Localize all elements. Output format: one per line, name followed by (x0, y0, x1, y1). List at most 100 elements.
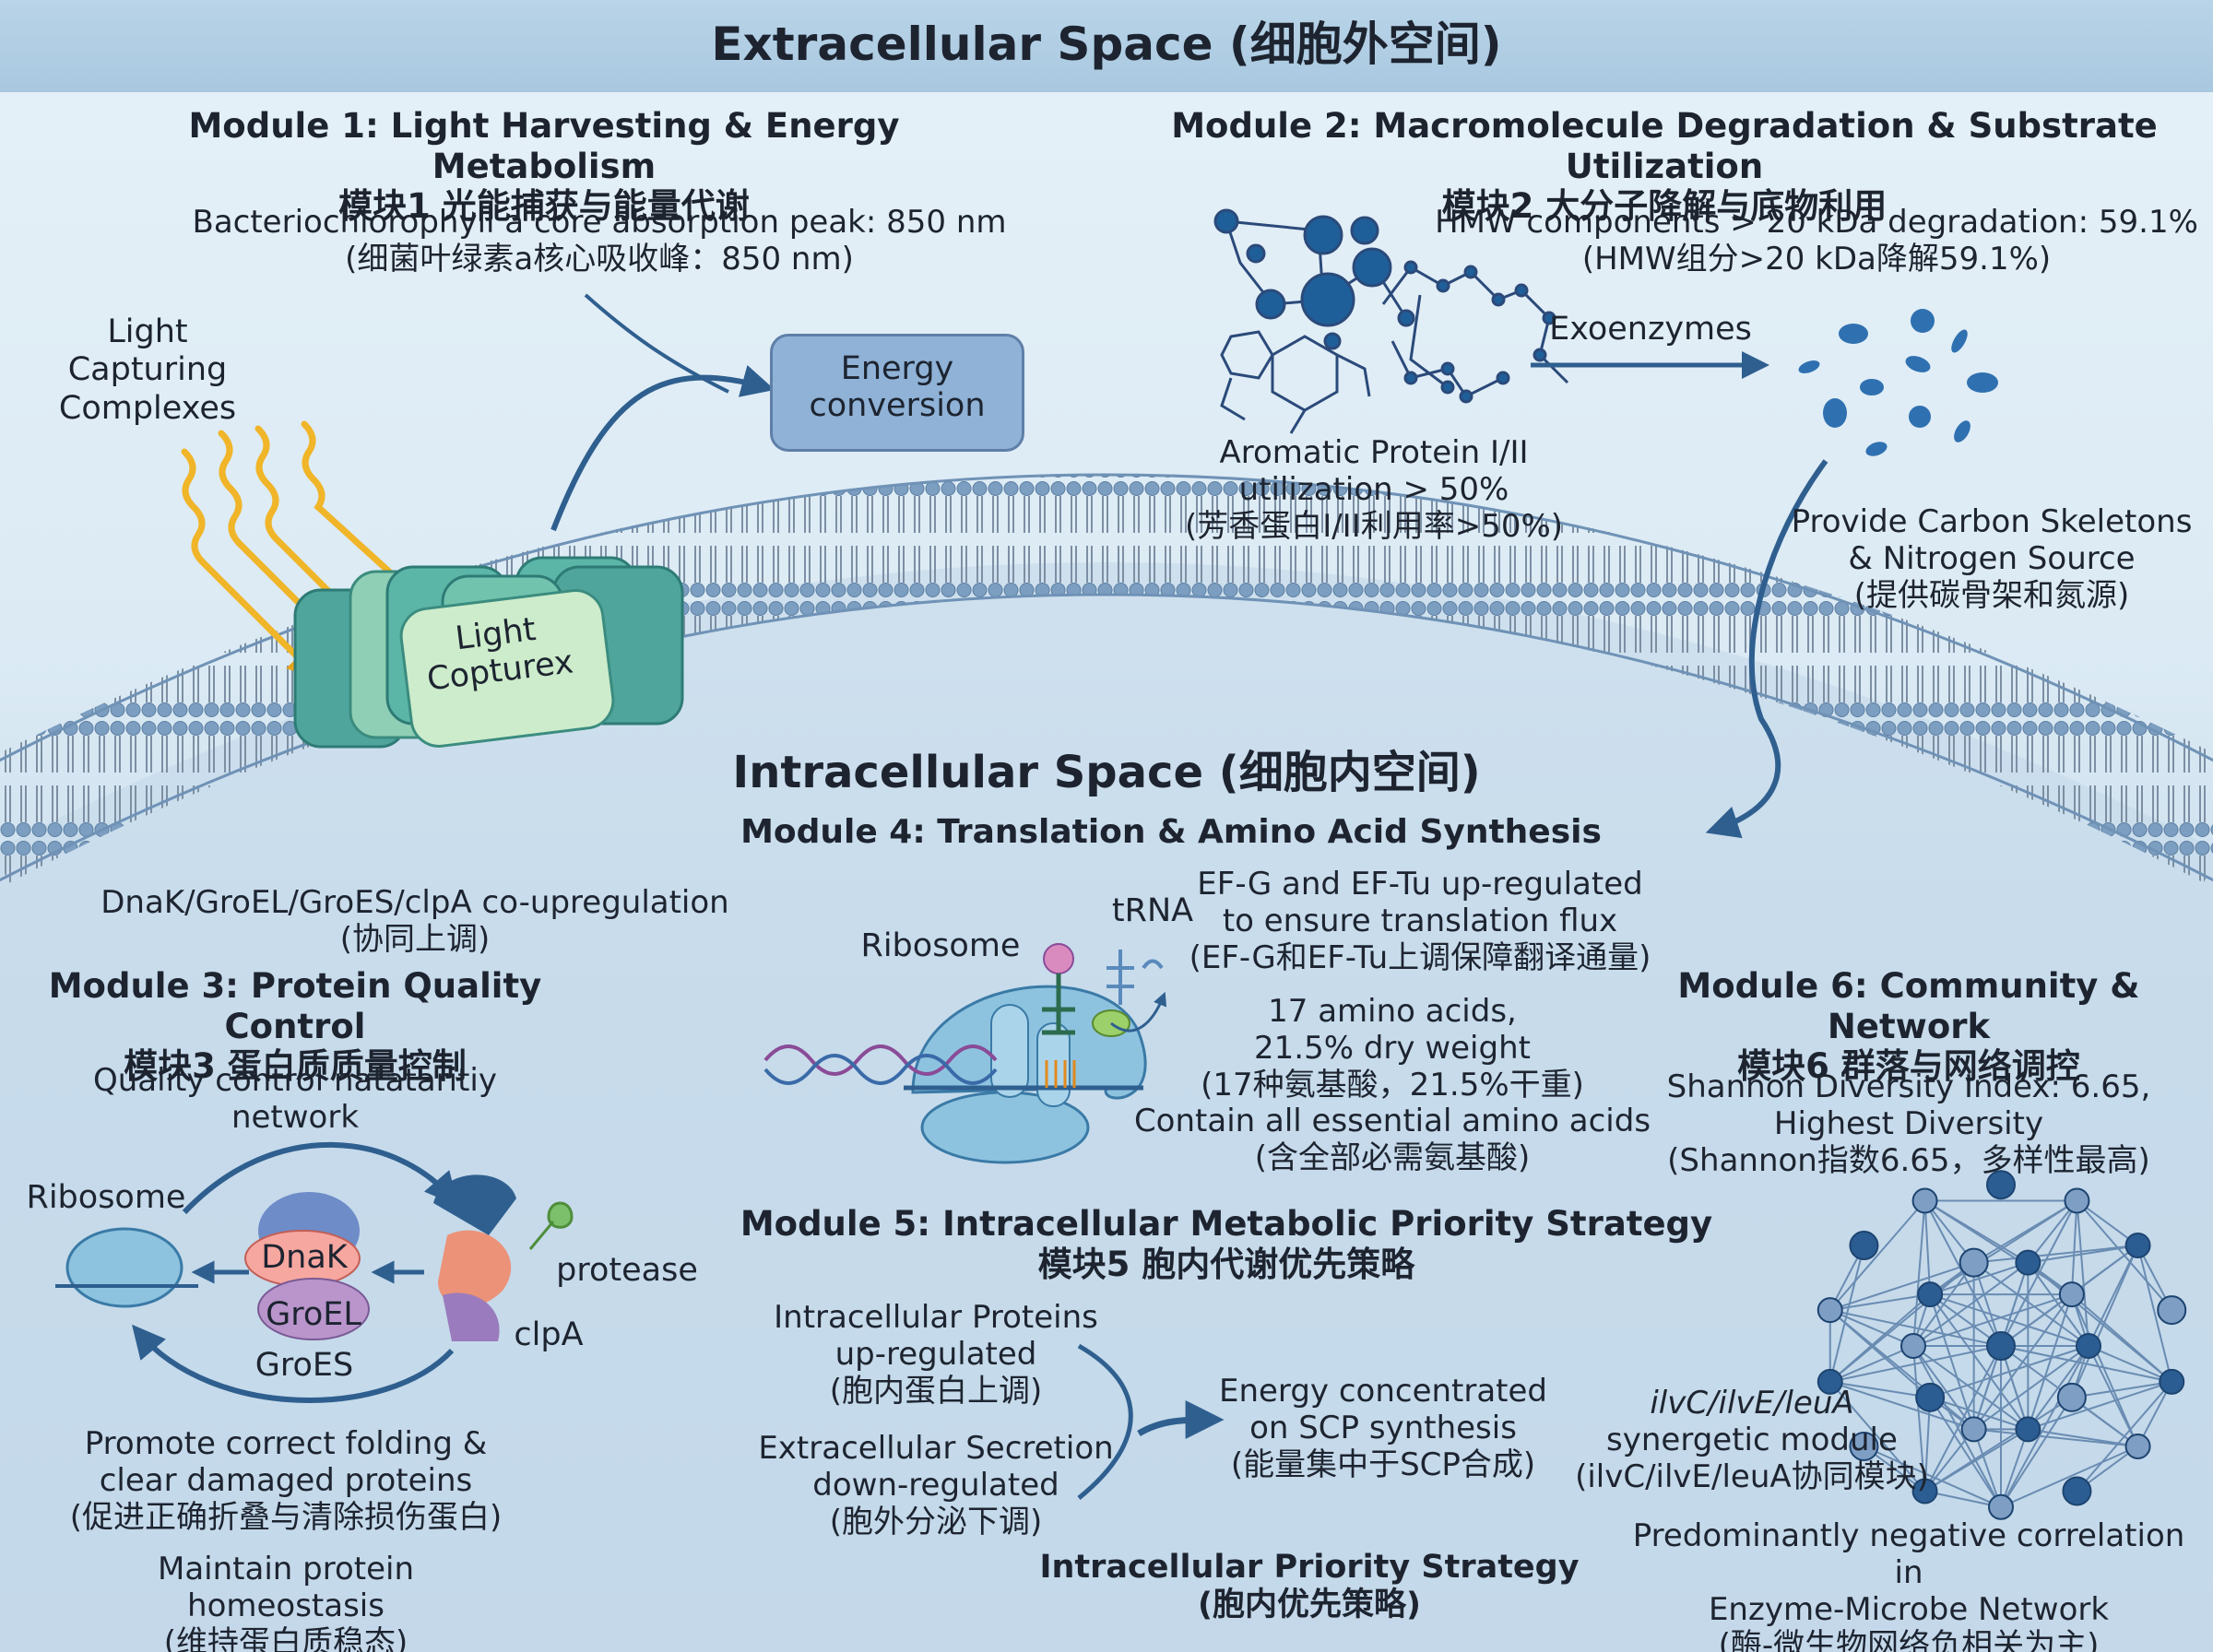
label-line: Enzyme-Microbe Network (1708, 1590, 2110, 1628)
module2-title: Module 2: Macromolecule Degradation & Su… (1134, 106, 2195, 227)
network-node (2064, 1187, 2090, 1214)
label-line: Light (107, 313, 188, 350)
network-edge (1929, 1397, 2002, 1508)
label-line: Energy concentrated (1218, 1373, 1548, 1410)
network-node (2124, 1433, 2151, 1459)
label-line: Shannon Diversity Index: 6.65, (1666, 1068, 2151, 1105)
module4-title: Module 4: Translation & Amino Acid Synth… (740, 813, 1602, 851)
label-line: Aromatic Protein I/II (1219, 434, 1529, 471)
dnak-label: DnaK (261, 1239, 348, 1276)
network-edge (1912, 1345, 1975, 1430)
network-edge (2028, 1428, 2138, 1447)
module1-peak: Bacteriochlorophyll a core absorption pe… (184, 204, 1014, 278)
label-line: clear damaged proteins (99, 1461, 473, 1499)
negative-correlation-label: Predominantly negative correlation in En… (1623, 1517, 2195, 1652)
fragments-icon (1798, 309, 1998, 456)
label-line: on SCP synthesis (1249, 1409, 1517, 1446)
label-line: Extracellular Secretion (758, 1430, 1114, 1467)
label-line: (ilvC/ilvE/leuA协同模块) (1575, 1457, 1929, 1495)
network-edge (1973, 1345, 2089, 1431)
network-edge (1973, 1245, 2138, 1264)
label-line: EF-G and EF-Tu up-regulated (1197, 866, 1643, 903)
label-line: (能量集中于SCP合成) (1230, 1446, 1536, 1483)
network-edge (1973, 1199, 2077, 1264)
network-edge (1923, 1345, 2002, 1492)
network-node (2015, 1416, 2041, 1443)
light-capturing-label: Light Capturing Complexes (55, 313, 240, 428)
label-line: Provide Carbon Skeletons (1791, 503, 2193, 540)
hmw-en: HMW components > 20 kDa degradation: 59.… (1435, 204, 2198, 241)
groes-label: GroES (254, 1347, 354, 1384)
label-line: synergetic module (1606, 1421, 1898, 1458)
network-edge (2070, 1245, 2139, 1398)
network-edge (1912, 1293, 2073, 1347)
network-edge (1923, 1200, 1932, 1295)
quality-control-cycle-icon (55, 1141, 574, 1403)
network-edge (1973, 1261, 2089, 1347)
network-node (1959, 1247, 1989, 1278)
module2-hmw: HMW components > 20 kDa degradation: 59.… (1420, 204, 2213, 278)
homeostasis-label: Maintain protein homeostasis (维持蛋白质稳态) (55, 1551, 516, 1652)
module5-title-cn: 模块5 胞内代谢优先策略 (1037, 1244, 1415, 1284)
label-line: (17种氨基酸，21.5%干重) (1201, 1066, 1584, 1103)
network-edge (1972, 1429, 2002, 1508)
network-node (1849, 1431, 1879, 1461)
qc-ribosome-label: Ribosome (26, 1179, 186, 1216)
network-edge (1924, 1428, 2029, 1493)
label-line: (协同上调) (339, 920, 491, 958)
priority-strategy-label: Intracellular Priority Strategy (胞内优先策略) (1033, 1549, 1586, 1625)
network-node (1817, 1297, 1843, 1324)
network-node (1915, 1382, 1946, 1412)
module5-title: Module 5: Intracellular Metabolic Priori… (719, 1204, 1734, 1284)
label-line: (提供碳骨架和氮源) (1853, 576, 2130, 614)
network-edge (1829, 1345, 1914, 1383)
network-node (2056, 1382, 2087, 1412)
network-node (2015, 1249, 2041, 1276)
label-line: conversion (809, 387, 986, 425)
clpa-label: clpA (514, 1316, 584, 1353)
trna-label: tRNA (1111, 892, 1194, 929)
intracellular-up-label: Intracellular Proteins up-regulated (胞内蛋… (765, 1299, 1106, 1410)
label-line: (维持蛋白质稳态) (163, 1623, 408, 1652)
network-node (2124, 1233, 2151, 1259)
label-line: 21.5% dry weight (1254, 1029, 1531, 1067)
network-node (2058, 1281, 2085, 1308)
network-edge (1912, 1345, 1926, 1492)
network-edge (2027, 1199, 2078, 1264)
label-line: Maintain protein homeostasis (158, 1551, 414, 1624)
module6-title-en: Module 6: Community & Network (1677, 966, 2140, 1046)
carbon-skeleton-label: Provide Carbon Skeletons & Nitrogen Sour… (1780, 503, 2204, 614)
peak-cn: (细菌叶绿素a核心吸收峰：850 nm) (345, 240, 854, 277)
light-complex-icon (293, 556, 684, 749)
network-edge (1829, 1293, 1931, 1312)
module1-title-cn: 模块1 光能捕获与能量代谢 (338, 186, 750, 227)
label-line: 17 amino acids, (1268, 993, 1517, 1030)
protease-label: protease (556, 1252, 698, 1289)
network-node (1900, 1333, 1926, 1359)
module1-title: Module 1: Light Harvesting & Energy Meta… (83, 106, 1005, 227)
label-line: ilvC/ilvE/leuA (1650, 1385, 1854, 1422)
network-edge (1929, 1261, 2029, 1296)
secretion-down-label: Extracellular Secretion down-regulated (… (756, 1430, 1116, 1540)
aromatic-label: Aromatic Protein I/II utilization > 50% … (1143, 434, 1604, 545)
shannon-label: Shannon Diversity Index: 6.65, Highest D… (1641, 1068, 2176, 1179)
network-node (1986, 1331, 2016, 1361)
energy-conversion-label: Energy conversion (770, 350, 1024, 425)
network-node (2076, 1333, 2101, 1359)
label-line: Quality control natataritiy (93, 1062, 497, 1099)
network-edge (2000, 1345, 2089, 1508)
network-node (1917, 1281, 1944, 1308)
network-edge (1912, 1345, 2029, 1431)
network-edge (1829, 1309, 1914, 1347)
macromolecule-icon (1213, 208, 1569, 434)
network-edge (1929, 1293, 1975, 1430)
hmw-cn: (HMW组分>20 kDa降解59.1%) (1581, 240, 2052, 277)
network-edge (1912, 1261, 2029, 1347)
network-edge (2070, 1200, 2078, 1295)
network-node (1849, 1231, 1879, 1261)
network-edge (2071, 1293, 2172, 1383)
network-node (1911, 1478, 1938, 1504)
label-line: utilization > 50% (1238, 470, 1509, 508)
